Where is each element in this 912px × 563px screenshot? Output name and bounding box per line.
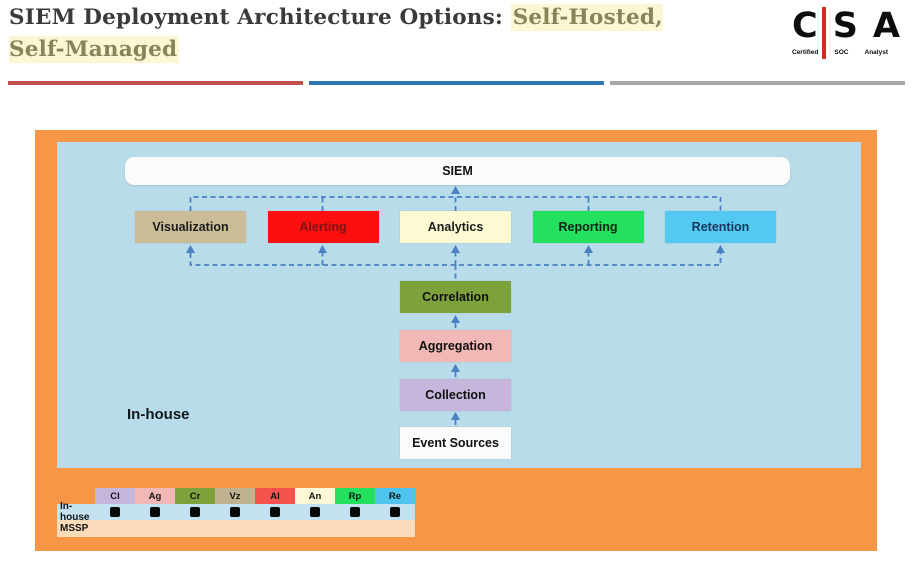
connector-arrowheads [186, 186, 725, 420]
pipeline-box-retention: Retention [665, 211, 776, 243]
legend-col-cl: Cl [95, 488, 135, 504]
legend-row-label-in-house: In-house [60, 501, 90, 523]
siem-box: SIEM [125, 157, 790, 185]
legend-col-vz: Vz [215, 488, 255, 504]
connector-paths [189, 194, 722, 427]
legend-slot-in-house-an [295, 507, 335, 517]
legend-slot-in-house-vz [215, 507, 255, 517]
diagram-inner-panel: SIEM Visualization Alerting Analytics Repor… [57, 142, 861, 468]
legend-col-cr: Cr [175, 488, 215, 504]
title-divider [8, 81, 905, 85]
legend-mark-square [110, 507, 120, 517]
legend-slot-in-house-ag [135, 507, 175, 517]
legend-mark-square [150, 507, 160, 517]
pipeline-box-reporting: Reporting [532, 211, 644, 243]
logo-letter-s: S [832, 6, 858, 46]
pipeline-box-alerting: Alerting [267, 211, 379, 243]
pipeline-box-analytics: Analytics [400, 211, 511, 243]
legend-col-al: Al [255, 488, 295, 504]
logo-red-bar [822, 7, 826, 59]
legend-mark-square [190, 507, 200, 517]
legend-row-label-mssp: MSSP [60, 523, 89, 534]
slide-title-prefix: SIEM Deployment Architecture Options: [9, 5, 511, 30]
logo-sub-analyst: Analyst [864, 49, 888, 56]
pipeline-box-visualization: Visualization [135, 211, 246, 243]
legend-row-mssp: MSSP [57, 520, 415, 537]
in-house-label: In-house [127, 406, 190, 423]
legend-col-rp: Rp [335, 488, 375, 504]
legend-slot-in-house-rp [335, 507, 375, 517]
slide-title: SIEM Deployment Architecture Options: Se… [9, 2, 721, 66]
legend-col-ag: Ag [135, 488, 175, 504]
legend-slot-in-house-al [255, 507, 295, 517]
logo-sub-certified: Certified [792, 49, 819, 56]
legend-mark-square [390, 507, 400, 517]
chain-box-aggregation: Aggregation [400, 330, 511, 362]
divider-red-segment [8, 81, 303, 85]
legend-slot-in-house-re [375, 507, 415, 517]
divider-gray-segment [610, 81, 905, 85]
chain-box-event-sources: Event Sources [400, 427, 511, 459]
logo-letter-a: A [872, 6, 900, 46]
dashed-connector-lines [186, 186, 725, 427]
legend-row-in-house: In-house [57, 501, 415, 523]
csa-logo-subtext: Certified SOC Analyst [792, 49, 888, 56]
divider-blue-segment [309, 81, 604, 85]
legend-col-an: An [295, 488, 335, 504]
chain-box-collection: Collection [400, 379, 511, 411]
chain-box-correlation: Correlation [400, 281, 511, 313]
diagram-outer-panel: SIEM Visualization Alerting Analytics Repor… [35, 130, 877, 551]
legend-col-re: Re [375, 488, 415, 504]
logo-sub-soc: SOC [834, 49, 849, 56]
csa-logo-letters: C S A [792, 6, 900, 46]
logo-letter-c: C [792, 6, 818, 46]
csa-logo: C S A Certified SOC Analyst [792, 6, 900, 64]
legend-mark-square [350, 507, 360, 517]
legend-slot-in-house-cl [95, 507, 135, 517]
legend-mark-square [230, 507, 240, 517]
legend-slot-in-house-cr [175, 507, 215, 517]
legend-mark-square [310, 507, 320, 517]
legend-mark-square [270, 507, 280, 517]
